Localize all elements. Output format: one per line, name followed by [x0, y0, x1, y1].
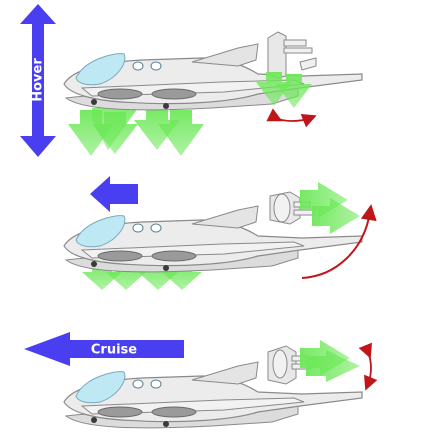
aircraft-transition [63, 182, 377, 290]
hover-arrow: Hover [20, 4, 56, 157]
tail-thrust-arrows [300, 182, 360, 234]
cruise-arrow: Cruise [24, 332, 184, 366]
rotation-indicator [301, 204, 377, 279]
rotation-indicator [266, 108, 317, 128]
hover-label: Hover [31, 58, 46, 102]
tail-thrust-arrows [300, 340, 360, 382]
rotation-indicator [358, 342, 378, 391]
aircraft-cruise [63, 340, 378, 429]
cruise-label: Cruise [91, 343, 137, 358]
aircraft-hover [63, 31, 363, 156]
tail-thrust-arrows [256, 72, 312, 108]
tail-rotor [267, 31, 317, 79]
transition-arrow [90, 176, 138, 212]
